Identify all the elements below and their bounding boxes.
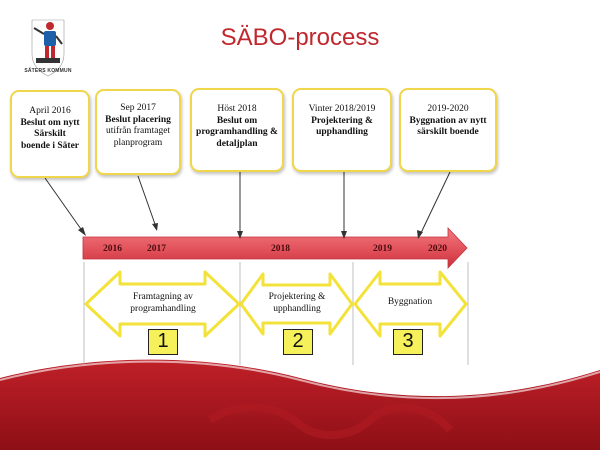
milestone-box-1: April 2016 Beslut om nytt Särskilt boend…	[10, 90, 90, 178]
milestone-box-5: 2019-2020 Byggnation av nytt särskilt bo…	[399, 88, 497, 172]
milestone-box-3: Höst 2018 Beslut om programhandling & de…	[190, 88, 284, 172]
milestone-date: 2019-2020	[427, 104, 469, 114]
phase-double-arrows	[84, 270, 468, 338]
milestone-date: Höst 2018	[217, 104, 257, 114]
milestone-note: boende i Säter	[20, 140, 80, 151]
phase-number-2: 2	[283, 329, 313, 355]
logo-text: SÄTERS KOMMUN	[24, 68, 72, 74]
milestone-desc: Projektering & upphandling	[311, 115, 373, 138]
phase-number-1: 1	[148, 329, 178, 355]
phase-arrow-2	[239, 272, 354, 336]
timeline-year-2017: 2017	[147, 244, 166, 254]
phase-divider-lines	[83, 262, 469, 365]
milestone-box-2: Sep 2017 Beslut placering utifrån framta…	[95, 89, 181, 175]
footer-ornament	[207, 403, 454, 439]
milestone-desc: Beslut om nytt Särskilt	[20, 117, 80, 140]
phase-label-2: Projektering & upphandling	[268, 292, 326, 314]
timeline-year-2018: 2018	[271, 244, 290, 254]
milestone-desc: Byggnation av nytt särskilt boende	[409, 115, 487, 138]
milestone-date: April 2016	[29, 106, 71, 116]
timeline-year-2020: 2020	[428, 244, 447, 254]
phase-number-3: 3	[393, 329, 423, 355]
footer-highlight	[0, 360, 600, 400]
phase-label-1: Framtagning av programhandling	[130, 292, 196, 314]
milestone-note: utifrån framtaget planprogram	[105, 126, 171, 148]
connector-arrowheads	[78, 223, 423, 239]
phase-label-3: Byggnation	[387, 297, 433, 307]
milestone-desc: Beslut om programhandling & detaljplan	[196, 115, 278, 149]
kommun-logo	[31, 19, 65, 77]
milestone-desc: Beslut placering	[105, 114, 171, 125]
timeline-year-2019: 2019	[373, 244, 392, 254]
timeline-year-2016: 2016	[103, 244, 122, 254]
connector-lines	[44, 171, 451, 236]
phase-arrow-3	[353, 270, 468, 338]
timeline-arrow	[82, 226, 468, 270]
footer-band	[0, 359, 600, 450]
milestone-box-4: Vinter 2018/2019 Projektering & upphandl…	[292, 88, 392, 172]
slide-title: SÄBO-process	[220, 24, 380, 51]
phase-arrow-1	[84, 270, 241, 338]
milestone-date: Vinter 2018/2019	[308, 104, 376, 114]
milestone-date: Sep 2017	[120, 103, 156, 113]
